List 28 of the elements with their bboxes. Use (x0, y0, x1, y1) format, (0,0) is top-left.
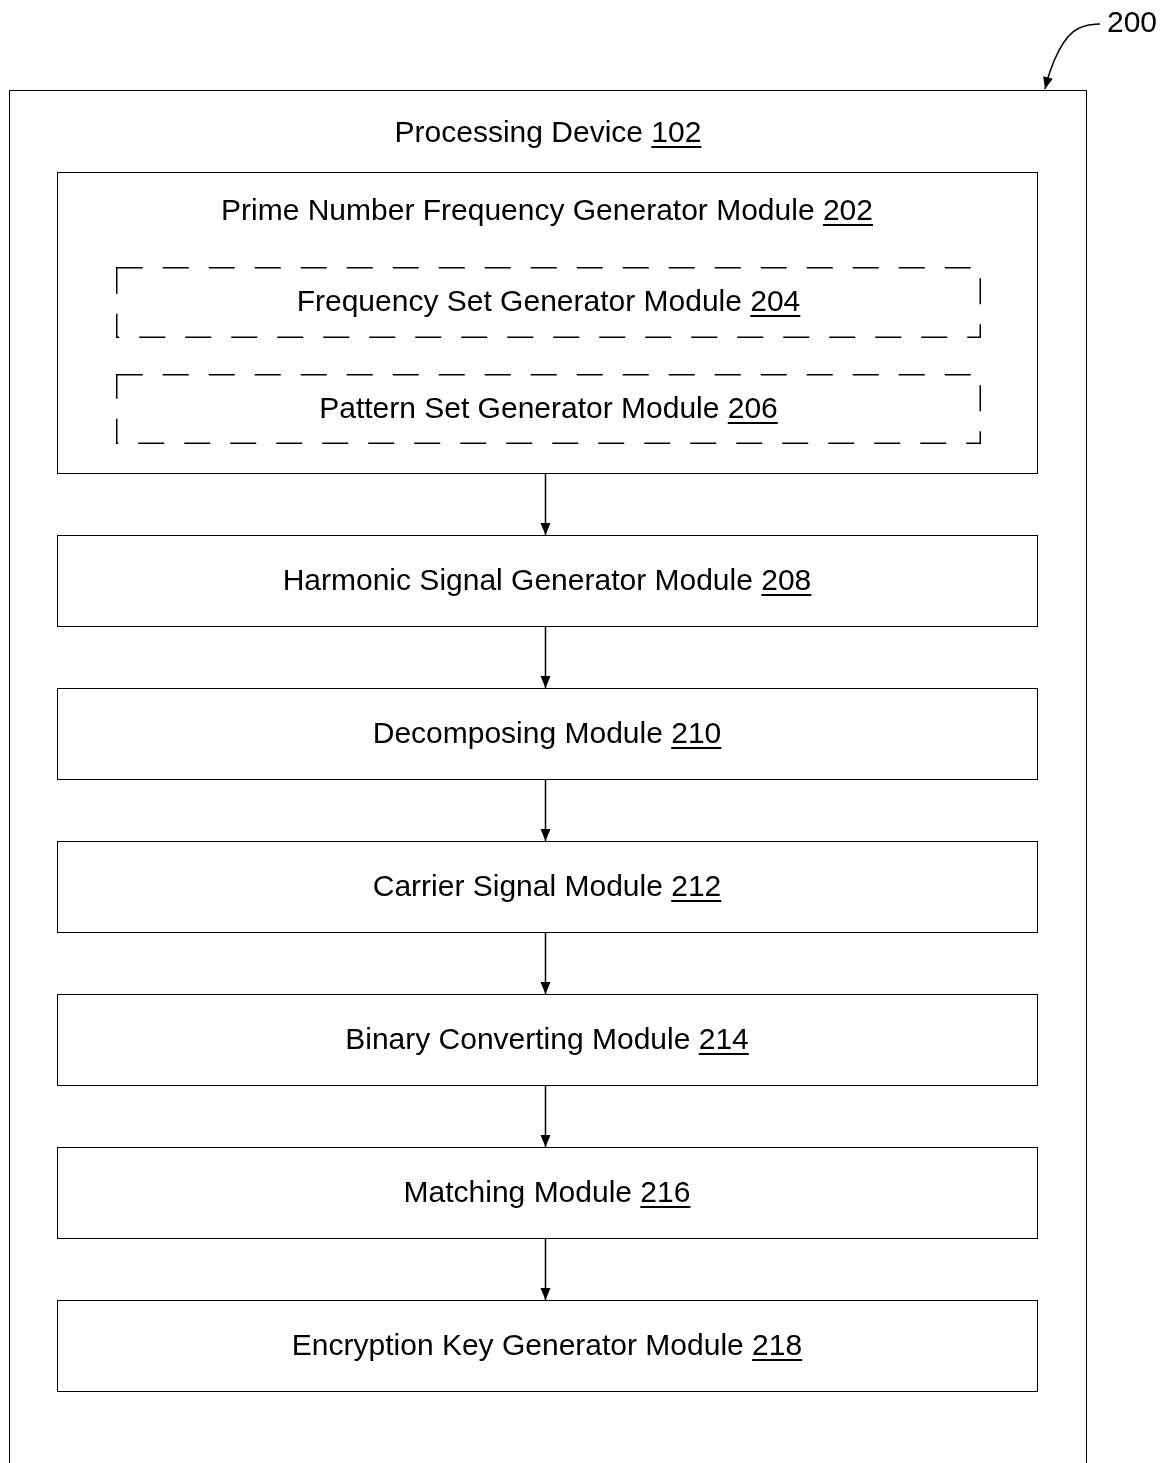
module-label: Prime Number Frequency Generator Module 202 (220, 192, 874, 227)
module-label: Encryption Key Generator Module 218 (290, 1327, 804, 1362)
module-box (56, 840, 1038, 933)
module-label: Pattern Set Generator Module 206 (318, 391, 779, 425)
arrow (540, 473, 551, 536)
module-box (56, 171, 1038, 474)
arrow (540, 932, 551, 995)
arrow (540, 626, 551, 689)
module-box (56, 993, 1038, 1086)
device-box (9, 90, 1087, 1463)
submodule-box (116, 374, 981, 444)
arrow (540, 1238, 551, 1301)
module-label: Matching Module 216 (402, 1174, 692, 1209)
module-label: Harmonic Signal Generator Module 208 (281, 562, 813, 597)
module-label: Decomposing Module 210 (371, 715, 723, 750)
leader-arrow (1043, 23, 1101, 90)
module-box (56, 1299, 1038, 1392)
arrow (540, 779, 551, 842)
module-label: Frequency Set Generator Module 204 (295, 284, 802, 318)
arrow (540, 1085, 551, 1148)
reference-numeral: 200 (1105, 5, 1159, 39)
module-label: Binary Converting Module 214 (344, 1021, 750, 1056)
module-box (56, 1146, 1038, 1239)
module-label: Carrier Signal Module 212 (371, 868, 723, 903)
module-box (56, 534, 1038, 627)
submodule-box (116, 267, 981, 338)
module-label: Processing Device 102 (393, 115, 703, 149)
module-box (56, 687, 1038, 780)
